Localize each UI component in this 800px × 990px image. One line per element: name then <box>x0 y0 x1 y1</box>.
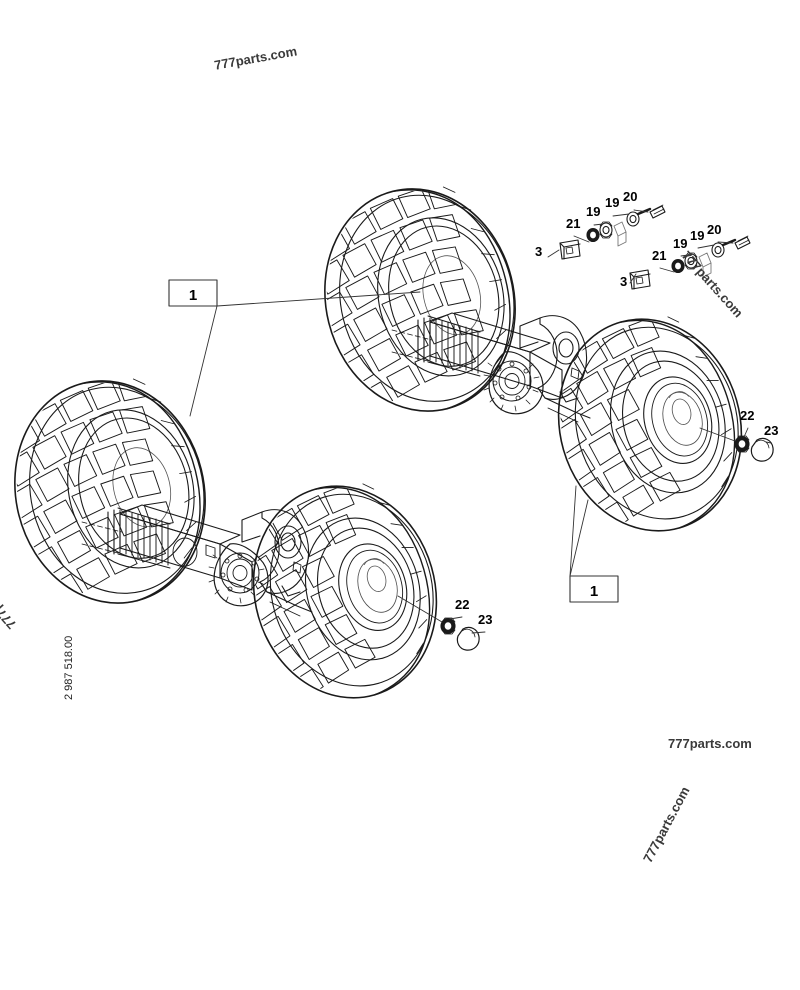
axle-assembly-upper <box>304 183 774 535</box>
wheel-upper-right <box>536 316 743 535</box>
callout-label-21-upper: 21 <box>566 216 580 231</box>
callout-label-22-lower: 22 <box>455 597 469 612</box>
callout-label-20-lower: 20 <box>707 222 721 237</box>
wheel-lower-right <box>231 483 438 702</box>
callout-label-3-lower: 3 <box>620 274 627 289</box>
callout-label-19a-upper: 19 <box>586 204 600 219</box>
axle-housing-lower <box>81 504 313 617</box>
hardware-22-23-lower <box>440 617 480 651</box>
callout-label-22-right: 22 <box>740 408 754 423</box>
callout-label-20-upper: 20 <box>623 189 637 204</box>
callout-label-3-upper: 3 <box>535 244 542 259</box>
callout-boxes <box>168 279 619 603</box>
callout-label-19b-upper: 19 <box>605 195 619 210</box>
callout-label-23-lower: 23 <box>478 612 492 627</box>
callout-label-19a-lower: 19 <box>673 236 687 251</box>
axle-assembly-lower <box>0 375 480 702</box>
axle-housing-upper <box>391 312 591 423</box>
hardware-group-lower <box>629 235 751 290</box>
callout-label-19b-lower: 19 <box>690 228 704 243</box>
callout-label-1-lower: 1 <box>590 583 598 600</box>
drawing-number: 2 987 518.00 <box>63 636 75 700</box>
hardware-22-23-right <box>734 435 774 462</box>
callout-label-1-upper: 1 <box>189 287 197 304</box>
callout-label-21-lower: 21 <box>652 248 666 263</box>
leader-lines <box>189 209 772 634</box>
callout-label-23-right: 23 <box>764 423 778 438</box>
hardware-group-upper <box>559 204 666 260</box>
